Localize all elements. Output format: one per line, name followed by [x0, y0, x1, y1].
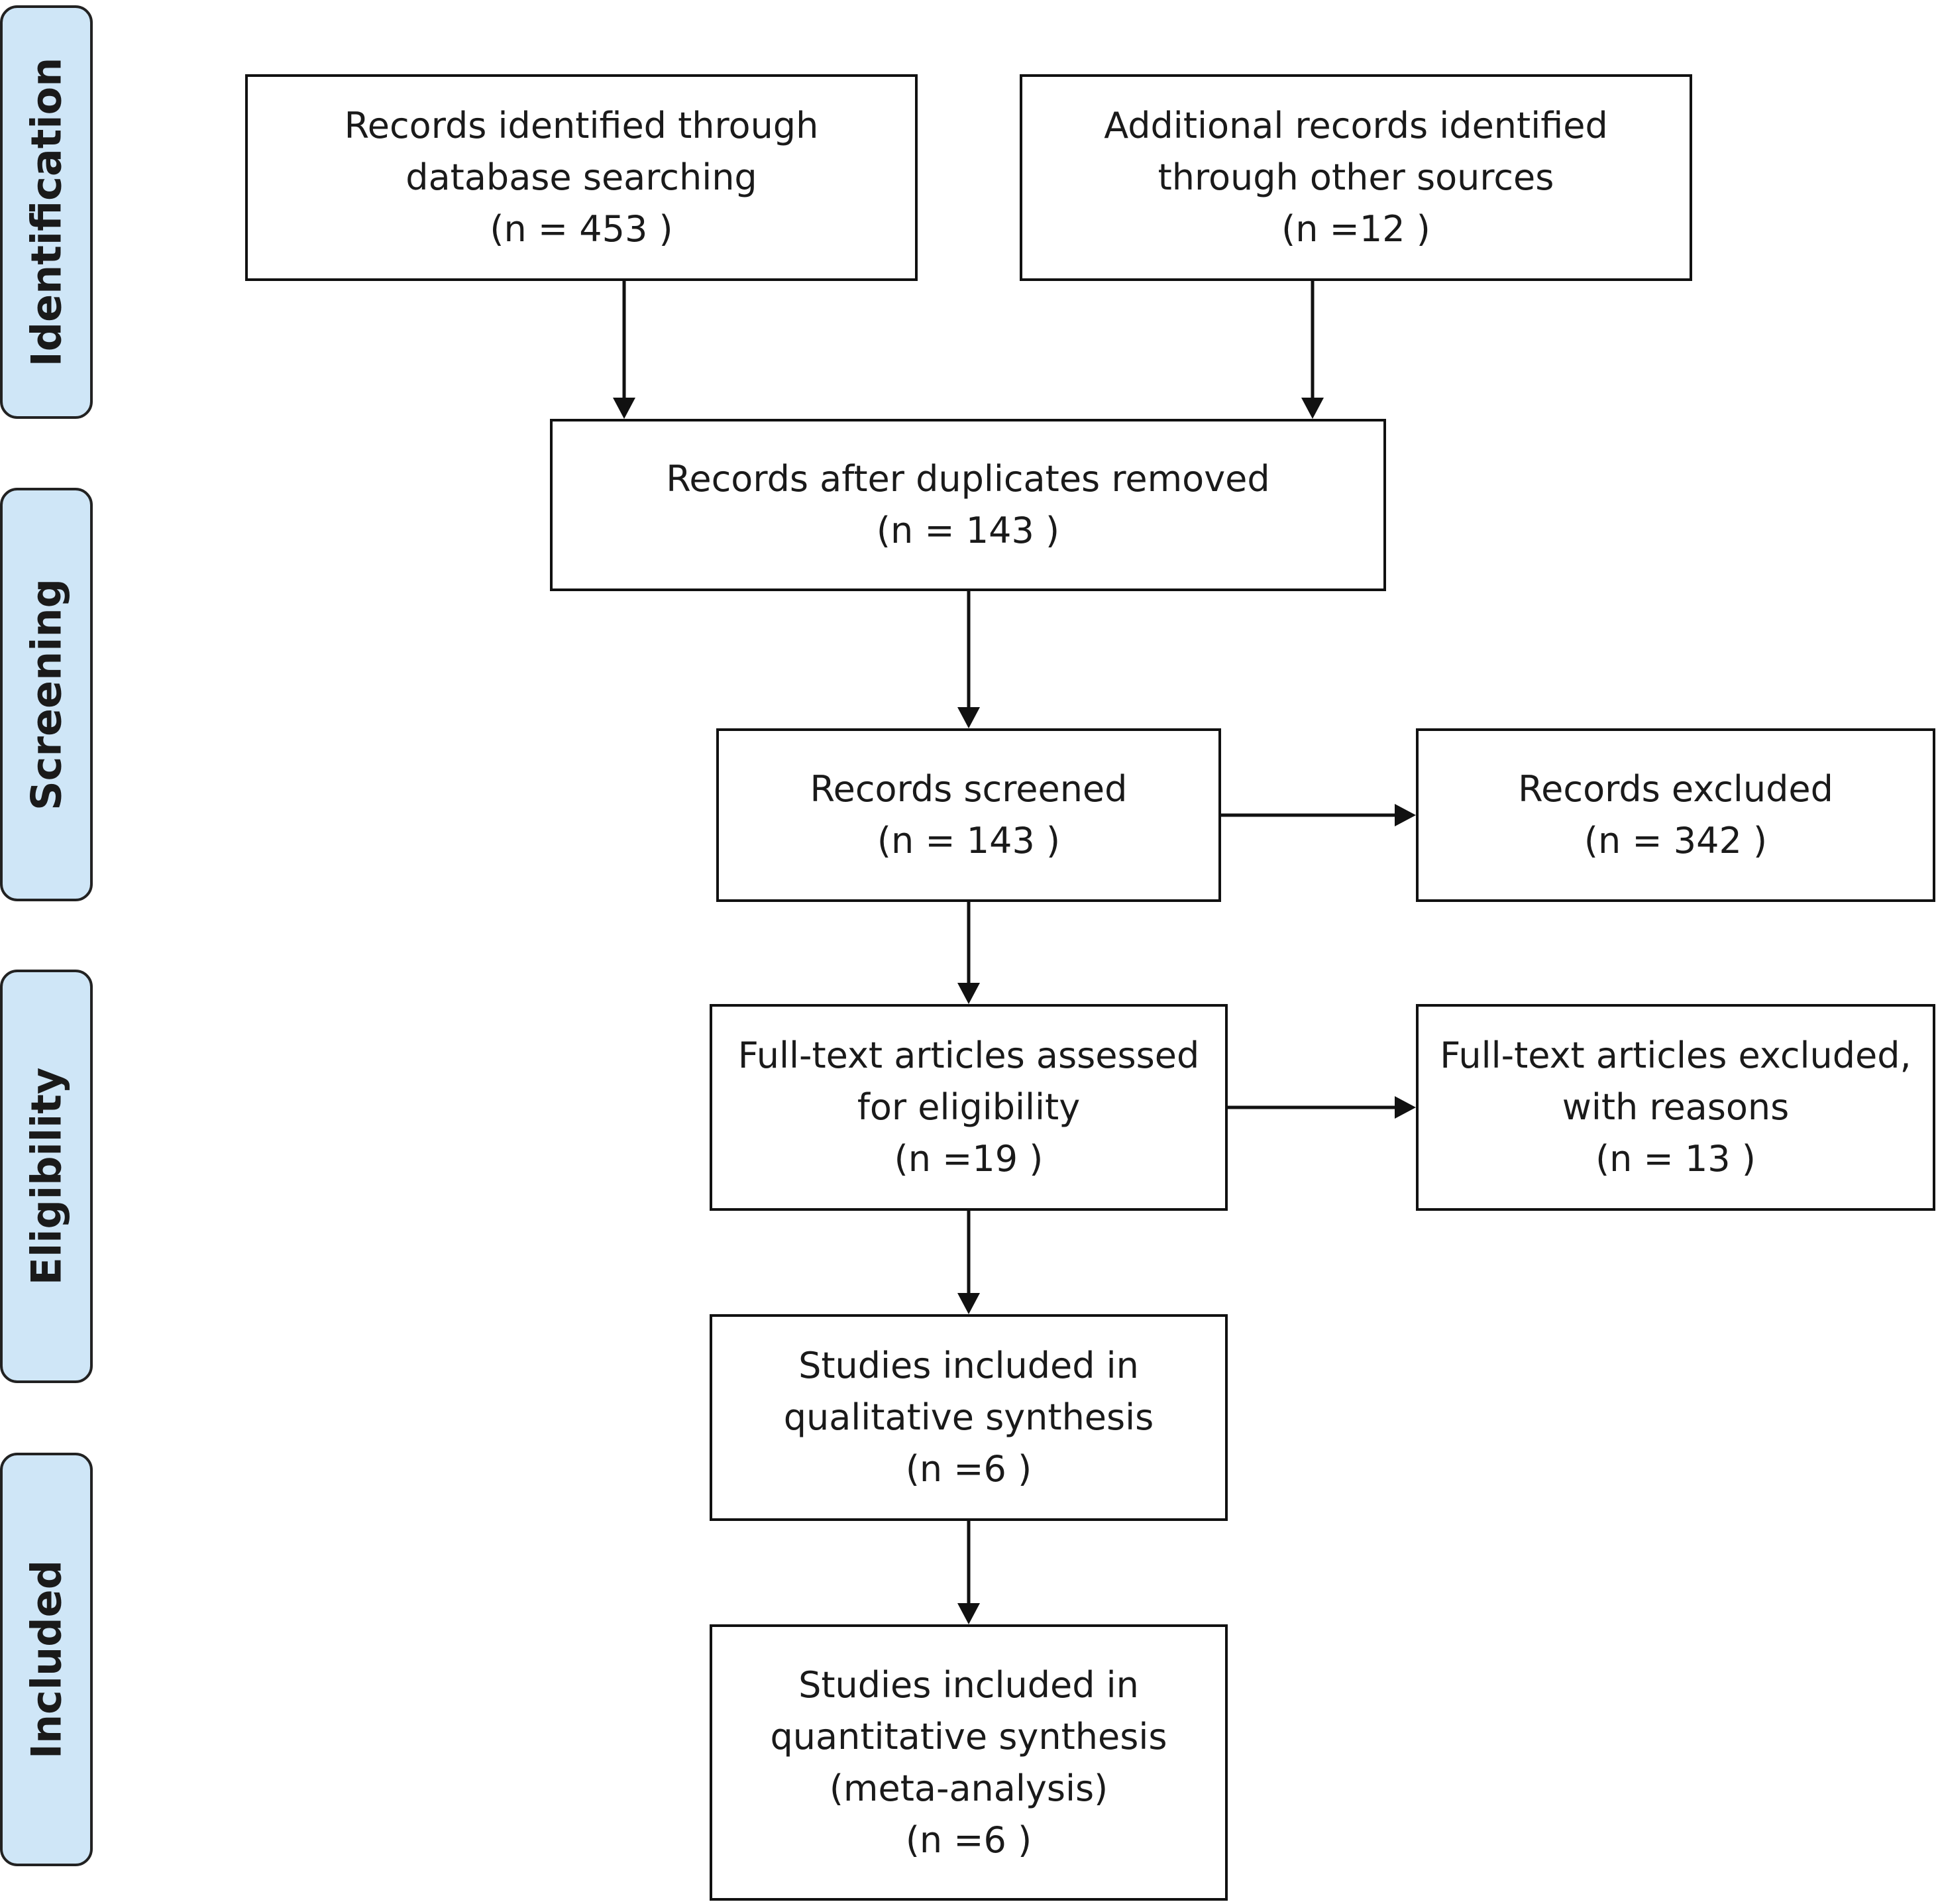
box-count: (n = 453 )	[490, 208, 673, 250]
stage-screening: Screening	[0, 488, 93, 901]
records-database-box: Records identified through database sear…	[245, 74, 918, 281]
records-excluded-box: Records excluded (n = 342 )	[1416, 728, 1935, 902]
box-count: (n = 143 )	[876, 510, 1060, 551]
box-text-line: with reasons	[1562, 1086, 1790, 1128]
box-text-line: Full-text articles assessed	[737, 1035, 1200, 1076]
box-count: (n =6 )	[905, 1819, 1032, 1861]
full-text-excluded-box: Full-text articles excluded, with reason…	[1416, 1004, 1935, 1211]
arrowhead-screen-to-fulltext	[957, 983, 980, 1004]
box-count: (n =6 )	[905, 1448, 1032, 1490]
full-text-assessed-box: Full-text articles assessed for eligibil…	[710, 1004, 1228, 1211]
box-text-line: quantitative synthesis	[770, 1715, 1167, 1758]
arrowhead-dedup-to-screen	[957, 707, 980, 728]
box-count: (n = 342 )	[1584, 820, 1768, 862]
stage-identification: Identification	[0, 5, 93, 419]
records-after-duplicates-box: Records after duplicates removed (n = 14…	[550, 419, 1386, 591]
arrowhead-db-to-dedup	[613, 398, 635, 419]
box-text-line: Additional records identified	[1104, 105, 1608, 146]
box-text-line: Studies included in	[798, 1345, 1139, 1386]
box-text-line: through other sources	[1157, 156, 1554, 198]
records-screened-box: Records screened (n = 143 )	[716, 728, 1221, 902]
box-text-line: Records identified through	[344, 105, 819, 146]
box-text-line: Full-text articles excluded,	[1440, 1035, 1911, 1076]
box-text-line: Records after duplicates removed	[666, 458, 1270, 500]
arrowhead-qual-to-quant	[957, 1603, 980, 1624]
records-other-sources-box: Additional records identified through ot…	[1020, 74, 1692, 281]
quantitative-synthesis-box: Studies included in quantitative synthes…	[710, 1624, 1228, 1901]
box-text-line: qualitative synthesis	[783, 1396, 1154, 1438]
box-count: (n =12 )	[1281, 208, 1430, 250]
box-count: (n = 143 )	[877, 820, 1061, 862]
box-count: (n =19 )	[894, 1138, 1044, 1180]
box-text-line: Records excluded	[1518, 768, 1833, 810]
arrowhead-fulltext-to-excluded	[1395, 1096, 1416, 1119]
arrowhead-other-to-dedup	[1301, 398, 1324, 419]
box-text-line: Records screened	[810, 768, 1128, 810]
box-text-line: database searching	[405, 156, 757, 198]
box-text-line: Studies included in	[798, 1663, 1139, 1706]
stage-eligibility: Eligibility	[0, 970, 93, 1383]
stage-included: Included	[0, 1453, 93, 1866]
qualitative-synthesis-box: Studies included in qualitative synthesi…	[710, 1314, 1228, 1521]
arrowhead-fulltext-to-qual	[957, 1293, 980, 1314]
box-text-line: (meta-analysis)	[829, 1767, 1108, 1809]
box-text-line: for eligibility	[857, 1086, 1081, 1128]
arrowhead-screen-to-excluded	[1395, 804, 1416, 826]
box-count: (n = 13 )	[1595, 1138, 1756, 1180]
